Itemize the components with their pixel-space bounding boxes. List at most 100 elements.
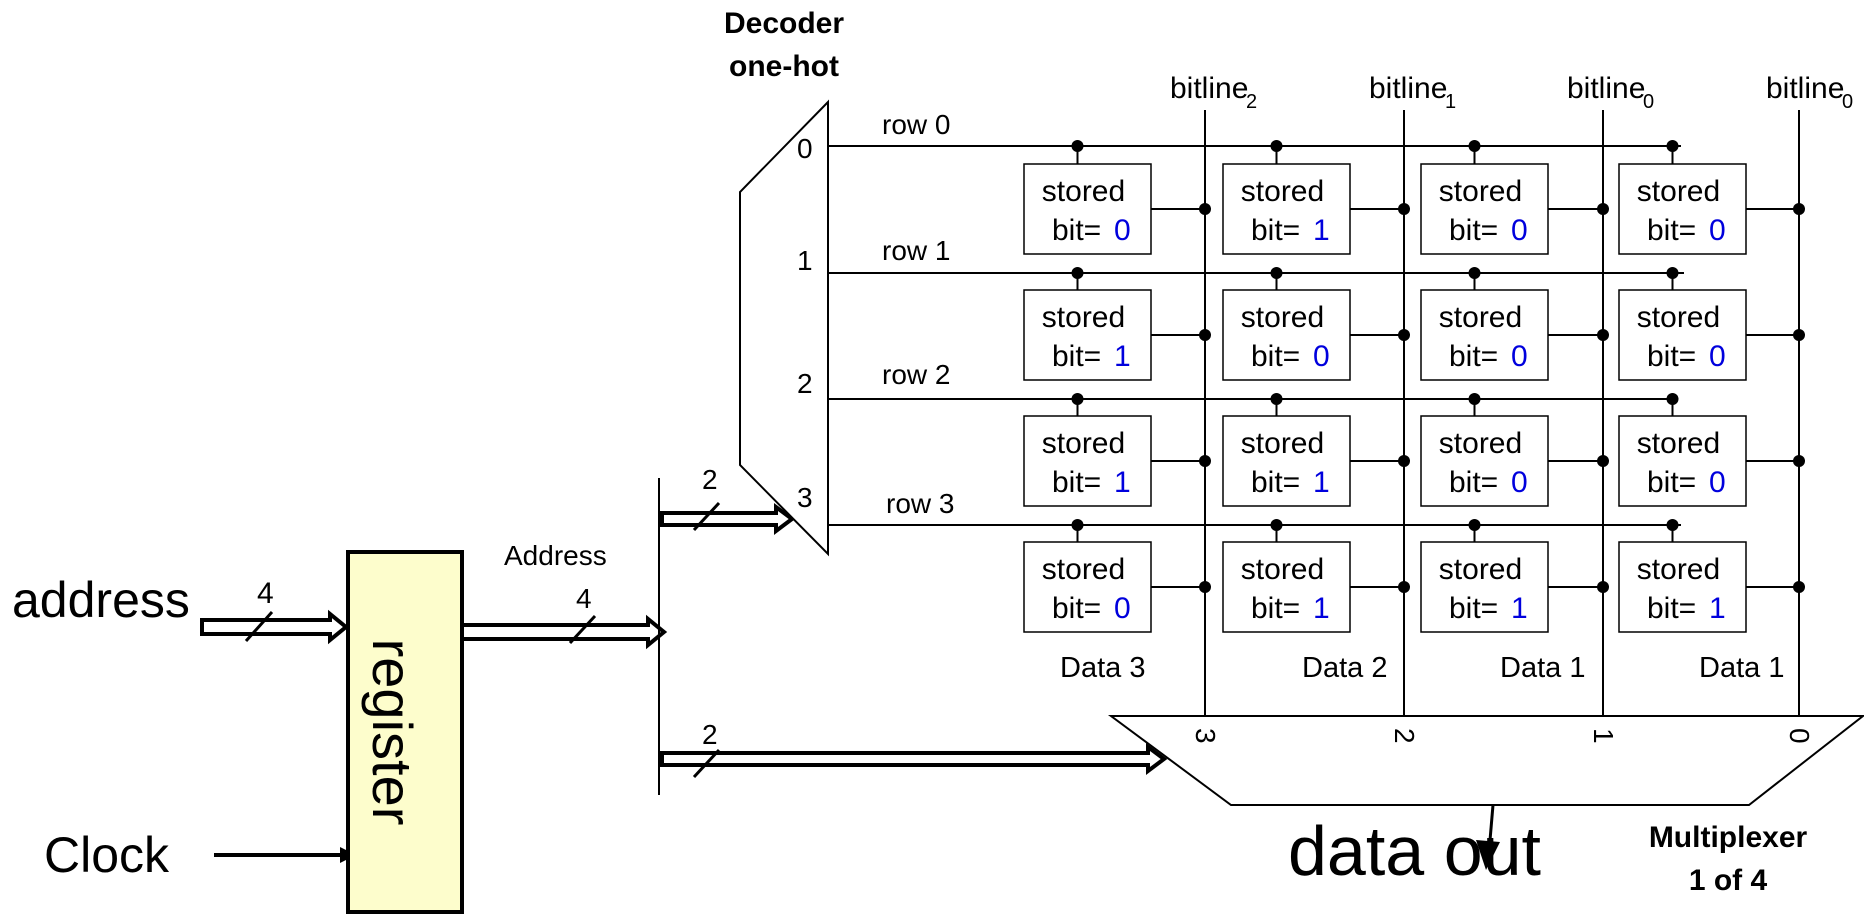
svg-text:bitline: bitline <box>1567 72 1645 105</box>
row-junction-dot <box>1666 393 1679 405</box>
bitline-junction-dot <box>1199 329 1211 341</box>
cell-bit-value: 0 <box>1709 466 1726 499</box>
cell-bit-value: 0 <box>1114 214 1131 247</box>
cell-bit-value: 0 <box>1709 340 1726 373</box>
address-bus-arrow <box>200 609 350 645</box>
data-out-label: data out <box>1288 812 1541 890</box>
cell-stored-label: stored <box>1439 427 1522 460</box>
memory-cell: stored bit= 0 <box>1618 267 1805 381</box>
cell-stored-label: stored <box>1637 427 1720 460</box>
cell-box <box>1618 163 1747 255</box>
svg-text:0: 0 <box>1643 91 1654 113</box>
bitline-label-0b: bitline 0 <box>1766 72 1853 113</box>
mux-input-1: 1 <box>1588 728 1619 744</box>
cell-stored-label: stored <box>1042 427 1125 460</box>
register-box <box>346 550 464 914</box>
cell-box <box>1023 163 1152 255</box>
bitline-junction-dot <box>1398 203 1410 215</box>
mux-title-line1: Multiplexer <box>1649 821 1808 854</box>
row-junction-dot <box>1468 140 1481 152</box>
cell-bit-label: bit= <box>1449 340 1498 373</box>
cell-bit-value: 0 <box>1511 214 1528 247</box>
bitline-junction-dot <box>1597 203 1609 215</box>
cell-stored-label: stored <box>1439 301 1522 334</box>
cell-box <box>1023 541 1152 633</box>
cell-stored-label: stored <box>1637 301 1720 334</box>
cell-stored-label: stored <box>1439 553 1522 586</box>
row-junction-dot <box>1666 519 1679 531</box>
bitline-junction-dot <box>1398 581 1410 593</box>
address-bus-width: 4 <box>257 577 274 610</box>
row-junction-dot <box>1468 393 1481 405</box>
cell-stored-label: stored <box>1042 301 1125 334</box>
cell-stored-label: stored <box>1241 553 1324 586</box>
mux-input-2: 2 <box>1389 728 1420 744</box>
bitline-label-2: bitline 2 <box>1170 72 1257 113</box>
decoder-select-width: 2 <box>702 464 718 495</box>
data-label-3: Data 3 <box>1060 652 1145 684</box>
cell-stored-label: stored <box>1241 301 1324 334</box>
cell-bit-value: 0 <box>1511 466 1528 499</box>
register-output-width: 4 <box>576 583 592 614</box>
cell-stored-label: stored <box>1637 553 1720 586</box>
row-junction-dot <box>1270 140 1283 152</box>
clock-arrow <box>214 847 356 863</box>
cell-bit-label: bit= <box>1052 466 1101 499</box>
bitline-junction-dot <box>1398 455 1410 467</box>
bitline-junction-dot <box>1199 581 1211 593</box>
row-junction-dot <box>1270 393 1283 405</box>
decoder-output-1: 1 <box>797 245 813 276</box>
register-label: register <box>361 639 424 826</box>
bitline-junction-dot <box>1597 581 1609 593</box>
register-output-bus <box>460 614 668 650</box>
row-junction-dot <box>1468 519 1481 531</box>
cell-bit-value: 1 <box>1709 592 1726 625</box>
clock-input-label: Clock <box>44 827 170 883</box>
bitline-junction-dot <box>1597 455 1609 467</box>
address-bus-width-slash <box>244 610 274 643</box>
cell-bit-label: bit= <box>1251 214 1300 247</box>
cell-bit-value: 1 <box>1114 466 1131 499</box>
mux-input-0: 0 <box>1784 728 1815 744</box>
cell-box <box>1420 289 1549 381</box>
memory-cell: stored bit= 1 <box>1023 393 1211 507</box>
cell-bit-label: bit= <box>1052 340 1101 373</box>
mux-select-bus <box>660 743 1168 779</box>
decoder-shape <box>739 99 829 557</box>
cell-bit-label: bit= <box>1251 340 1300 373</box>
cell-bit-label: bit= <box>1251 592 1300 625</box>
decoder-title-line2: one-hot <box>729 50 839 83</box>
row-junction-dot <box>1071 519 1084 531</box>
cell-bit-value: 1 <box>1313 466 1330 499</box>
row-junction-dot <box>1666 267 1679 279</box>
cell-bit-label: bit= <box>1052 592 1101 625</box>
svg-text:bitline: bitline <box>1369 72 1447 105</box>
bitline-junction-dot <box>1793 329 1805 341</box>
decoder-select-bus <box>660 501 796 535</box>
cell-box <box>1023 289 1152 381</box>
cell-stored-label: stored <box>1241 175 1324 208</box>
bitline-junction-dot <box>1793 203 1805 215</box>
decoder-output-2: 2 <box>797 368 813 399</box>
register-output-label: Address <box>504 540 607 571</box>
memory-cell: stored bit= 0 <box>1618 393 1805 507</box>
cell-bit-label: bit= <box>1647 340 1696 373</box>
data-out-arrow <box>1476 804 1500 870</box>
row-junction-dot <box>1666 140 1679 152</box>
bitline-junction-dot <box>1793 455 1805 467</box>
cell-bit-value: 1 <box>1511 592 1528 625</box>
cell-bit-label: bit= <box>1251 466 1300 499</box>
row-junction-dot <box>1270 519 1283 531</box>
bitline-junction-dot <box>1398 329 1410 341</box>
mux-input-3: 3 <box>1190 728 1221 744</box>
cell-bit-value: 1 <box>1313 592 1330 625</box>
cell-bit-label: bit= <box>1647 466 1696 499</box>
cell-bit-value: 0 <box>1114 592 1131 625</box>
